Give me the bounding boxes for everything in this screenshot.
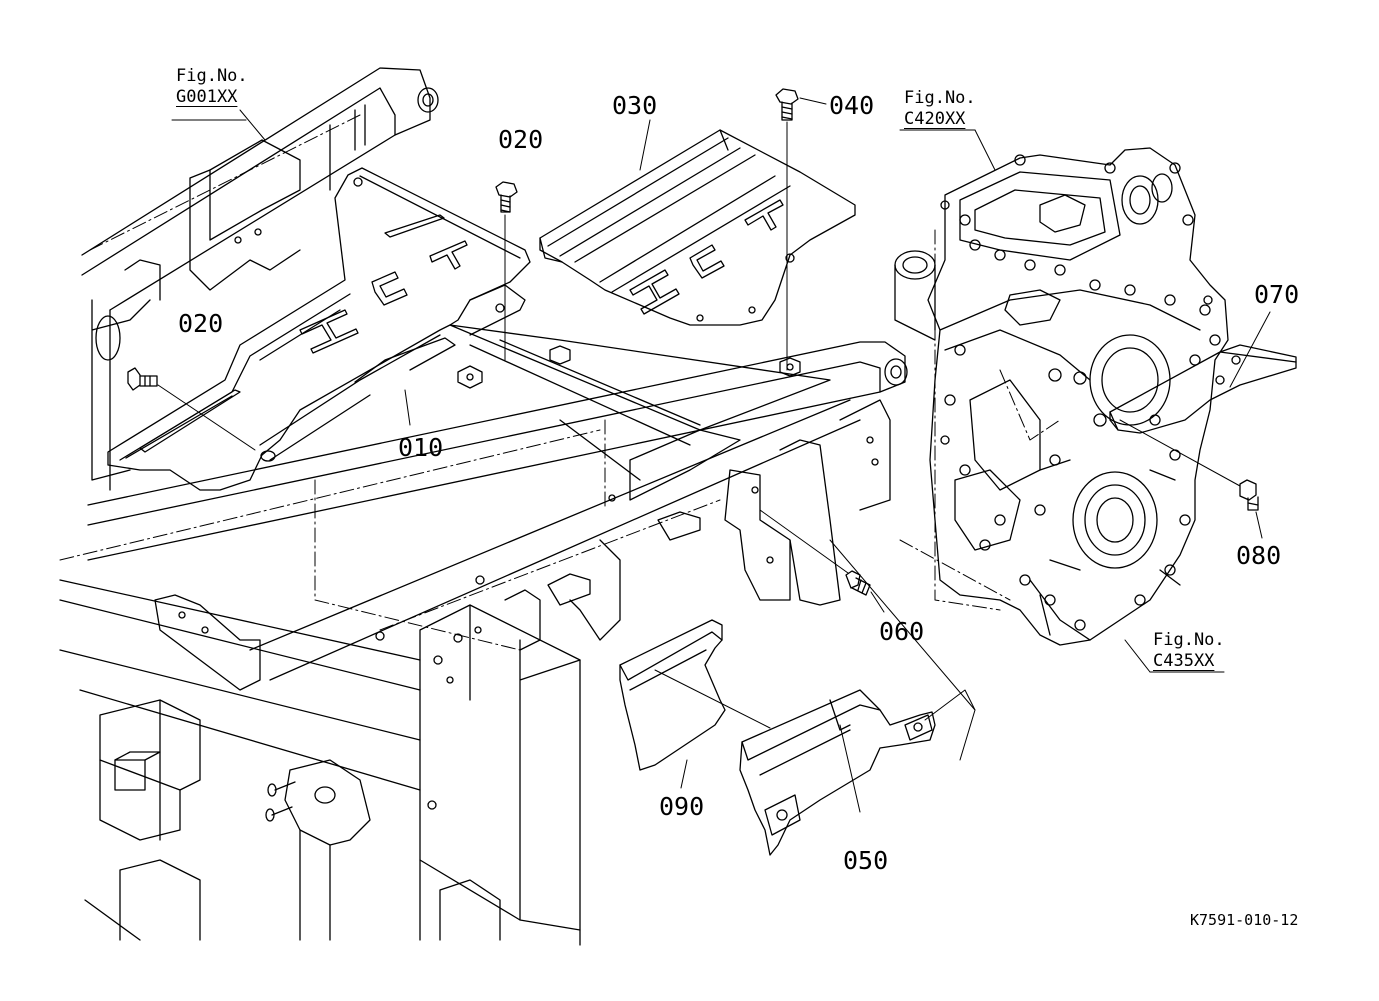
part-label-020-top: 020 [498, 125, 544, 154]
leader-060 [760, 510, 848, 573]
figure-ref-c435-number: C435XX [1153, 651, 1215, 672]
part-060-bolt [846, 571, 870, 595]
part-label-050: 050 [843, 846, 889, 875]
leader-020-left [158, 385, 255, 450]
figure-ref-g001: Fig.No. G001XX [176, 66, 248, 109]
part-030-plate [540, 130, 855, 325]
transmission-housing [895, 148, 1228, 645]
figure-ref-g001-caption: Fig.No. [176, 66, 248, 86]
part-080-bolt [1240, 480, 1258, 510]
part-label-040: 040 [829, 91, 875, 120]
part-label-080: 080 [1236, 541, 1282, 570]
hst-marking-030 [630, 200, 783, 314]
part-label-020-left: 020 [178, 309, 224, 338]
part-010-plate [108, 168, 530, 490]
figure-ref-c435: Fig.No. C435XX [1153, 630, 1225, 673]
drawing-code: K7591-010-12 [1190, 911, 1299, 929]
figure-ref-c420: Fig.No. C420XX [904, 88, 976, 131]
part-label-010: 010 [398, 433, 444, 462]
part-020-bolt-left [128, 368, 157, 390]
part-label-070: 070 [1254, 280, 1300, 309]
part-label-090: 090 [659, 792, 705, 821]
part-label-060: 060 [879, 617, 925, 646]
main-frame [60, 68, 1060, 945]
weld-nuts [376, 346, 800, 640]
figure-ref-c435-caption: Fig.No. [1153, 630, 1225, 650]
part-090-shield [620, 620, 770, 788]
figure-ref-c420-number: C420XX [904, 109, 966, 130]
part-070-cover [1110, 312, 1296, 433]
figure-ref-g001-number: G001XX [176, 87, 238, 108]
part-020-bolt-top [496, 182, 517, 212]
figure-ref-c420-caption: Fig.No. [904, 88, 976, 108]
hst-marking-010 [300, 241, 467, 353]
part-050-shield [740, 540, 975, 855]
part-040-bolt [776, 89, 798, 120]
part-label-030: 030 [612, 91, 658, 120]
label-leaders [172, 110, 1224, 672]
